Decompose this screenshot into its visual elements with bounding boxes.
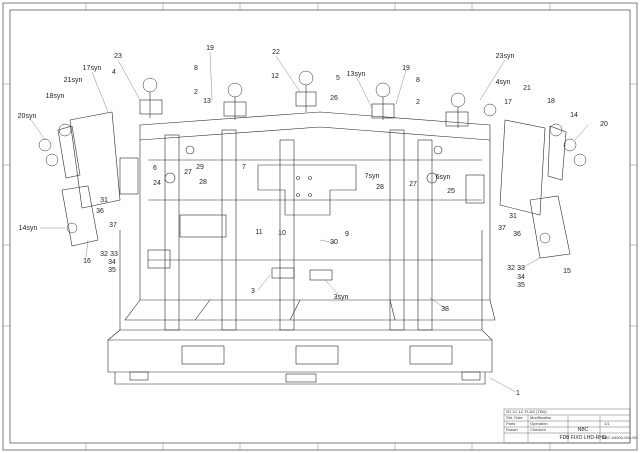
callout-35: 35 — [108, 267, 116, 274]
title-block-std-date: Std. Date — [506, 415, 523, 420]
callout-28b: 28 — [376, 184, 384, 191]
callout-1: 1 — [516, 390, 520, 397]
callout-29: 29 — [196, 164, 204, 171]
fixture-assembly — [38, 70, 587, 385]
callout-20syn: 20syn — [18, 113, 37, 120]
callout-13syn: 13syn — [347, 71, 366, 78]
callout-8b: 8 — [416, 77, 420, 84]
callout-6: 6 — [153, 165, 157, 172]
title-block-name: NBC — [578, 427, 589, 433]
callout-4: 4 — [112, 69, 116, 76]
callout-22: 22 — [272, 49, 280, 56]
callout-31b: 31 — [509, 213, 517, 220]
callout-27: 27 — [184, 169, 192, 176]
base-frame — [107, 339, 493, 373]
callout-24: 24 — [153, 180, 161, 187]
callout-8: 8 — [194, 65, 198, 72]
callout-2: 2 — [194, 89, 198, 96]
main-deck — [139, 111, 491, 301]
callout-17syn: 17syn — [83, 65, 102, 72]
callout-9: 9 — [345, 231, 349, 238]
callout-15: 15 — [563, 268, 571, 275]
title-block-number: NBC-04003-004-00 — [602, 435, 637, 440]
callout-38: 38 — [441, 306, 449, 313]
callout-16: 16 — [83, 258, 91, 265]
callout-6syn: 6syn — [436, 174, 451, 181]
callout-37b: 37 — [498, 225, 506, 232]
callout-34: 34 — [108, 259, 116, 266]
callout-10: 10 — [278, 230, 286, 237]
title-block-drawing-title: FDB FIXO LHD-RHD — [560, 435, 607, 441]
callout-36: 36 — [96, 208, 104, 215]
callout-23: 23 — [114, 53, 122, 60]
center-plate — [257, 164, 357, 216]
callout-32b: 32 — [507, 265, 515, 272]
title-block: 2D 1C 1C FLAG (TBA) Std. Date Modificati… — [503, 408, 637, 444]
title-block-sheet: 1/1 — [604, 421, 610, 426]
callout-13: 13 — [203, 98, 211, 105]
title-block-flag: 2D 1C 1C FLAG (TBA) — [506, 409, 547, 414]
callout-17: 17 — [504, 99, 512, 106]
callout-12: 12 — [271, 73, 279, 80]
title-block-drawn: Drawn — [506, 427, 518, 432]
callout-35b: 35 — [517, 282, 525, 289]
title-block-parts: Parts — [506, 421, 515, 426]
callout-11: 11 — [255, 229, 262, 236]
title-block-operation: Operation — [530, 421, 548, 426]
callout-14: 14 — [570, 112, 578, 119]
callout-37: 37 — [109, 222, 117, 229]
callout-labels: 19 22 23 23syn 17syn 21syn 4 8 12 5 13sy… — [18, 45, 608, 397]
callout-5: 5 — [336, 75, 340, 82]
callout-27b: 27 — [409, 181, 417, 188]
callout-21syn: 21syn — [64, 77, 83, 84]
callout-31: 31 — [100, 197, 108, 204]
callout-3syn: 3syn — [334, 294, 349, 301]
callout-23syn: 23syn — [496, 53, 515, 60]
callout-2b: 2 — [416, 99, 420, 106]
callout-19: 19 — [206, 45, 214, 52]
callout-18syn: 18syn — [46, 93, 65, 100]
right-clamp-unit — [499, 119, 546, 216]
title-block-modification: Modification — [530, 415, 551, 420]
leader-lines — [29, 51, 589, 393]
callout-20: 20 — [600, 121, 608, 128]
callout-36b: 36 — [513, 231, 521, 238]
callout-33: 33 — [110, 251, 118, 258]
callout-25: 25 — [447, 188, 455, 195]
dial-gauges — [38, 70, 587, 244]
callout-18: 18 — [547, 98, 555, 105]
callout-32: 32 — [100, 251, 108, 258]
callout-7: 7 — [242, 164, 246, 171]
callout-30: 30 — [330, 239, 338, 246]
callout-26: 26 — [330, 95, 338, 102]
callout-4syn: 4syn — [496, 79, 511, 86]
callout-33b: 33 — [517, 265, 525, 272]
callout-19b: 19 — [402, 65, 410, 72]
callout-3: 3 — [251, 288, 255, 295]
callout-7syn: 7syn — [365, 173, 380, 180]
callout-21: 21 — [523, 85, 531, 92]
callout-34b: 34 — [517, 274, 525, 281]
callout-28: 28 — [199, 179, 207, 186]
callout-14syn: 14syn — [19, 225, 38, 232]
border-ticks — [3, 3, 637, 450]
left-clamp-unit — [69, 111, 121, 209]
title-block-checked: Checked — [530, 427, 546, 432]
